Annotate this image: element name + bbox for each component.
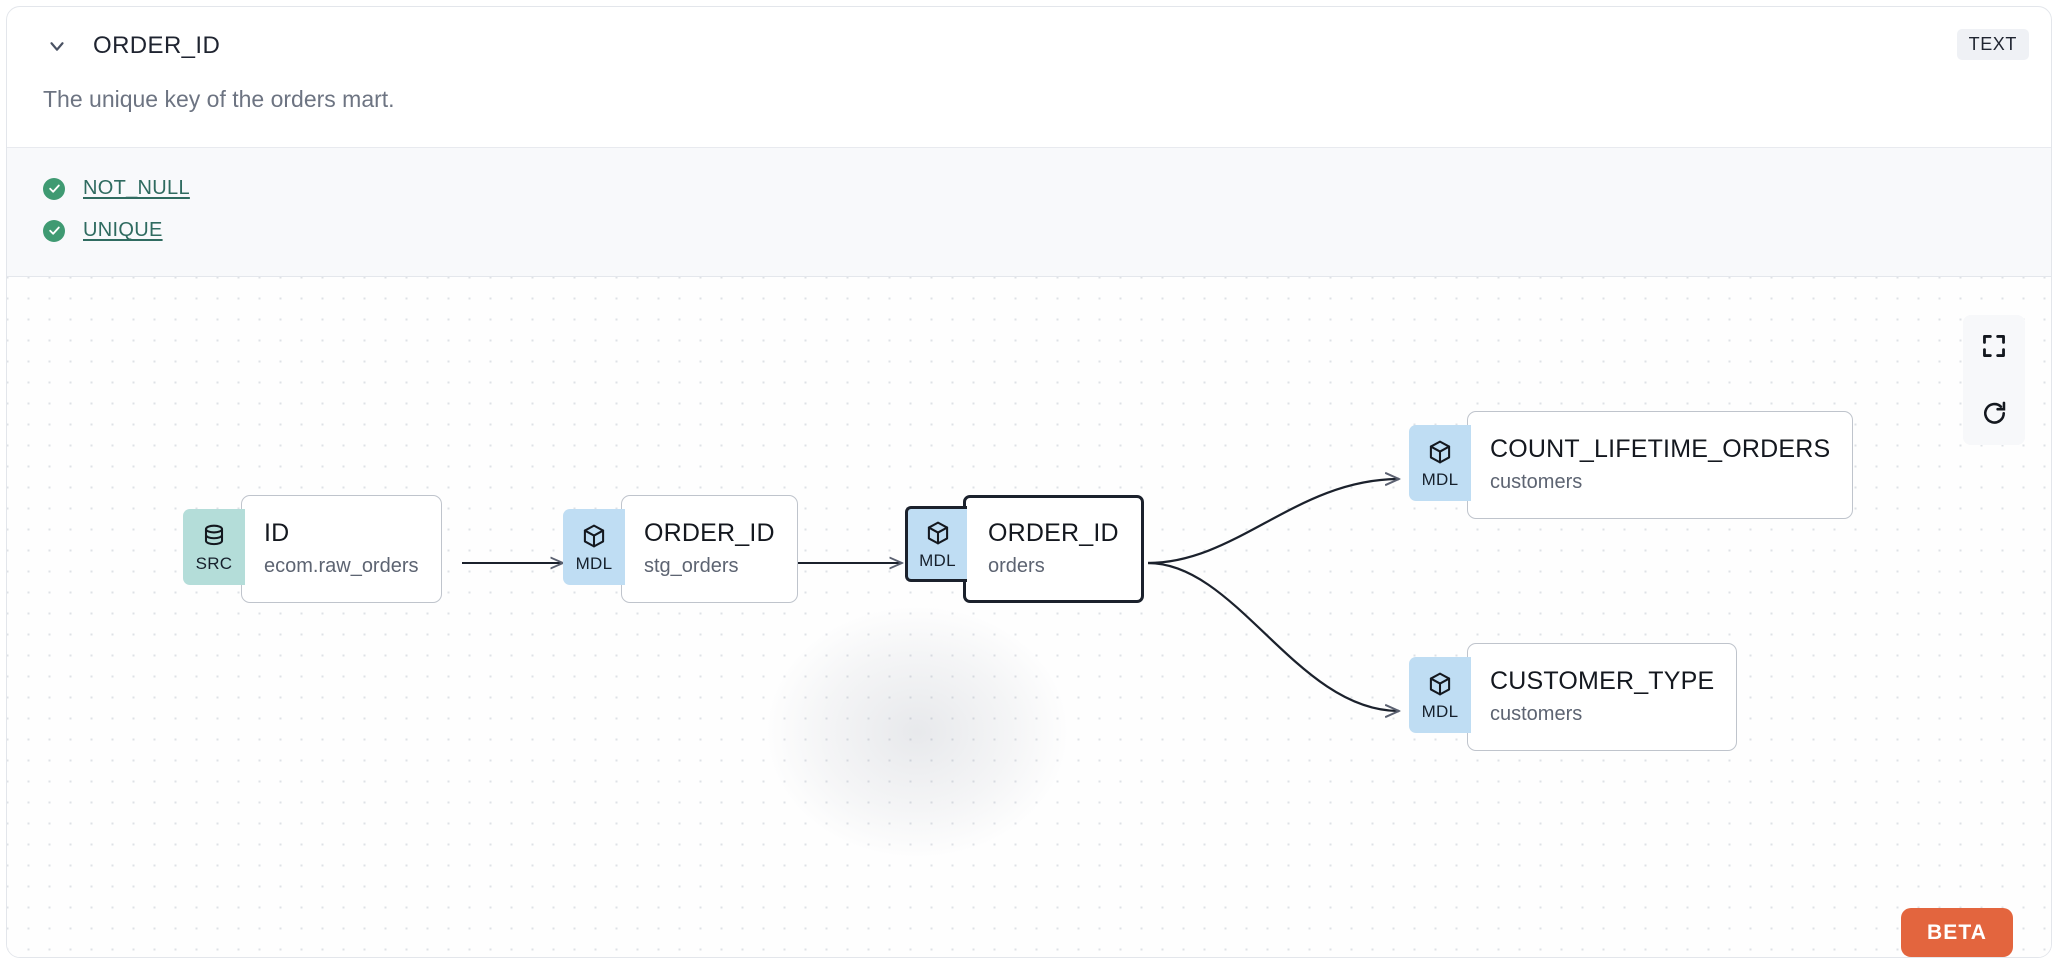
- selected-node-glow: [767, 606, 1067, 857]
- tests-section: NOT_NULL UNIQUE: [7, 146, 2051, 277]
- test-row: UNIQUE: [43, 210, 2015, 252]
- lineage-node-src-id[interactable]: SRC ID ecom.raw_orders: [183, 494, 442, 603]
- check-circle-icon: [43, 219, 65, 242]
- node-subtitle: stg_orders: [644, 555, 739, 578]
- lineage-edges: [462, 277, 2051, 958]
- lineage-node-stg-order-id[interactable]: MDL ORDER_ID stg_orders: [563, 494, 798, 603]
- node-kind-label: SRC: [195, 553, 233, 573]
- node-name: COUNT_LIFETIME_ORDERS: [1490, 434, 1831, 463]
- cube-icon: [581, 523, 607, 554]
- node-name: CUSTOMER_TYPE: [1490, 666, 1715, 695]
- node-kind-label: MDL: [575, 553, 613, 573]
- node-name: ORDER_ID: [988, 518, 1119, 547]
- beta-badge[interactable]: BETA: [1900, 907, 2013, 957]
- node-body: ID ecom.raw_orders: [241, 494, 442, 603]
- edge-orders-to-count-lifetime: [1147, 479, 1399, 564]
- node-body: ORDER_ID stg_orders: [621, 494, 798, 603]
- node-kind-label: MDL: [919, 550, 956, 570]
- cube-icon: [1427, 439, 1453, 470]
- card-header: ORDER_ID TEXT: [7, 7, 2051, 85]
- node-body: COUNT_LIFETIME_ORDERS customers: [1467, 410, 1854, 519]
- lineage-node-customer-type[interactable]: MDL CUSTOMER_TYPE customers: [1409, 642, 1738, 751]
- node-kind-badge-mdl: MDL: [1409, 656, 1471, 733]
- reset-button[interactable]: [1963, 382, 2025, 445]
- lineage-canvas[interactable]: SRC ID ecom.raw_orders MDL ORDE: [7, 276, 2051, 958]
- database-icon: [201, 523, 227, 554]
- node-subtitle: ecom.raw_orders: [264, 555, 419, 578]
- node-body: CUSTOMER_TYPE customers: [1467, 642, 1738, 751]
- node-kind-label: MDL: [1421, 469, 1459, 489]
- test-link-not-null[interactable]: NOT_NULL: [83, 177, 190, 200]
- lineage-node-orders-order-id[interactable]: MDL ORDER_ID orders: [905, 494, 1144, 603]
- chevron-down-icon[interactable]: [43, 32, 71, 60]
- node-kind-badge-src: SRC: [183, 508, 245, 585]
- fullscreen-icon: [1981, 333, 2007, 359]
- node-name: ORDER_ID: [644, 518, 775, 547]
- test-row: NOT_NULL: [43, 168, 2015, 210]
- node-kind-badge-mdl: MDL: [905, 505, 967, 582]
- node-subtitle: customers: [1490, 471, 1583, 494]
- node-body: ORDER_ID orders: [963, 494, 1144, 603]
- node-subtitle: customers: [1490, 703, 1583, 726]
- node-name: ID: [264, 518, 290, 547]
- cube-icon: [925, 520, 951, 551]
- page-title: ORDER_ID: [93, 32, 221, 59]
- canvas-controls: [1963, 314, 2025, 445]
- check-circle-icon: [43, 177, 65, 200]
- lineage-node-count-lifetime-orders[interactable]: MDL COUNT_LIFETIME_ORDERS customers: [1409, 410, 1854, 519]
- column-detail-card: ORDER_ID TEXT The unique key of the orde…: [6, 6, 2052, 958]
- data-type-badge: TEXT: [1956, 29, 2029, 60]
- node-kind-label: MDL: [1421, 701, 1459, 721]
- node-kind-badge-mdl: MDL: [1409, 424, 1471, 501]
- test-link-unique[interactable]: UNIQUE: [83, 219, 163, 242]
- refresh-icon: [1981, 400, 2008, 427]
- column-description: The unique key of the orders mart.: [43, 86, 395, 112]
- node-subtitle: orders: [988, 555, 1045, 578]
- cube-icon: [1427, 671, 1453, 702]
- edge-orders-to-customer-type: [1147, 561, 1399, 711]
- fit-view-button[interactable]: [1963, 314, 2025, 377]
- node-kind-badge-mdl: MDL: [563, 508, 625, 585]
